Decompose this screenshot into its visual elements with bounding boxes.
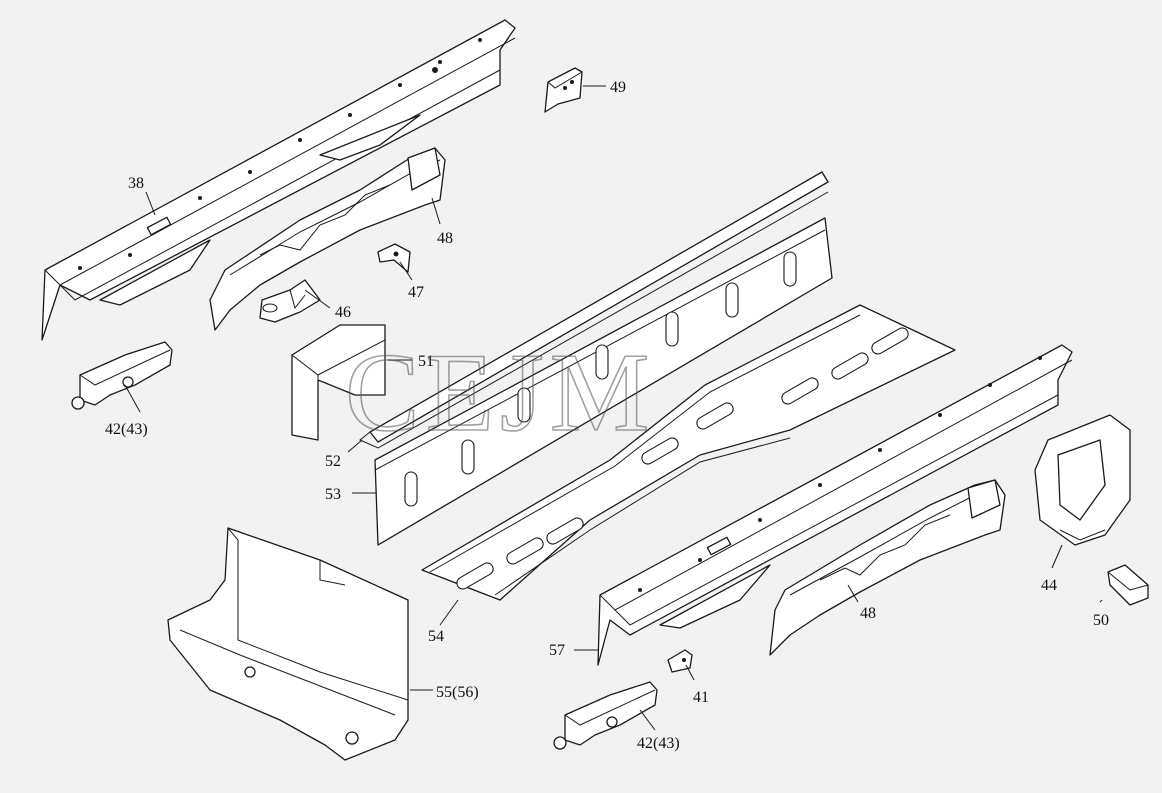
callout-44: 44 [1041,577,1057,594]
callout-52: 52 [325,453,341,470]
part-46-bracket [259,279,321,323]
part-42-43-lower-latch [553,681,658,750]
callout-51: 51 [418,353,434,370]
callout-46: 46 [335,304,351,321]
part-57-side-rail [597,344,1073,666]
callout-54: 54 [428,628,444,645]
callout-53: 53 [325,486,341,503]
part-50-block [1107,564,1149,606]
part-44-frame-bracket [1034,414,1131,546]
part-55-56-rear-panel [167,527,409,761]
callout-50: 50 [1093,612,1109,629]
callout-38: 38 [128,175,144,192]
callout-57: 57 [549,642,565,659]
callout-labels: 38 49 48 47 46 51 42(43) 52 53 54 57 48 … [105,79,1109,752]
callout-42-43-lower: 42(43) [637,735,680,752]
callout-41: 41 [693,689,709,706]
leader-lines [124,85,1103,731]
callout-47: 47 [408,284,424,301]
part-49-bracket [544,67,583,113]
watermark-logo: CEJM [345,331,655,455]
callout-42-43-upper: 42(43) [105,421,148,438]
part-48-lower-reinforcement [769,479,1006,656]
callout-55-56: 55(56) [436,684,479,701]
part-48-upper-reinforcement [209,147,446,331]
callout-48-upper: 48 [437,230,453,247]
part-41-clip [667,649,693,673]
part-52-channel [359,171,829,449]
callout-49: 49 [610,79,626,96]
part-42-43-upper-latch [71,341,173,410]
part-53-slotted-member [374,217,833,546]
callout-48-lower: 48 [860,605,876,622]
part-47-clip [377,243,411,273]
part-51-panel [291,324,386,441]
part-54-floor-plate [421,304,956,601]
part-38-side-rail [41,19,516,341]
